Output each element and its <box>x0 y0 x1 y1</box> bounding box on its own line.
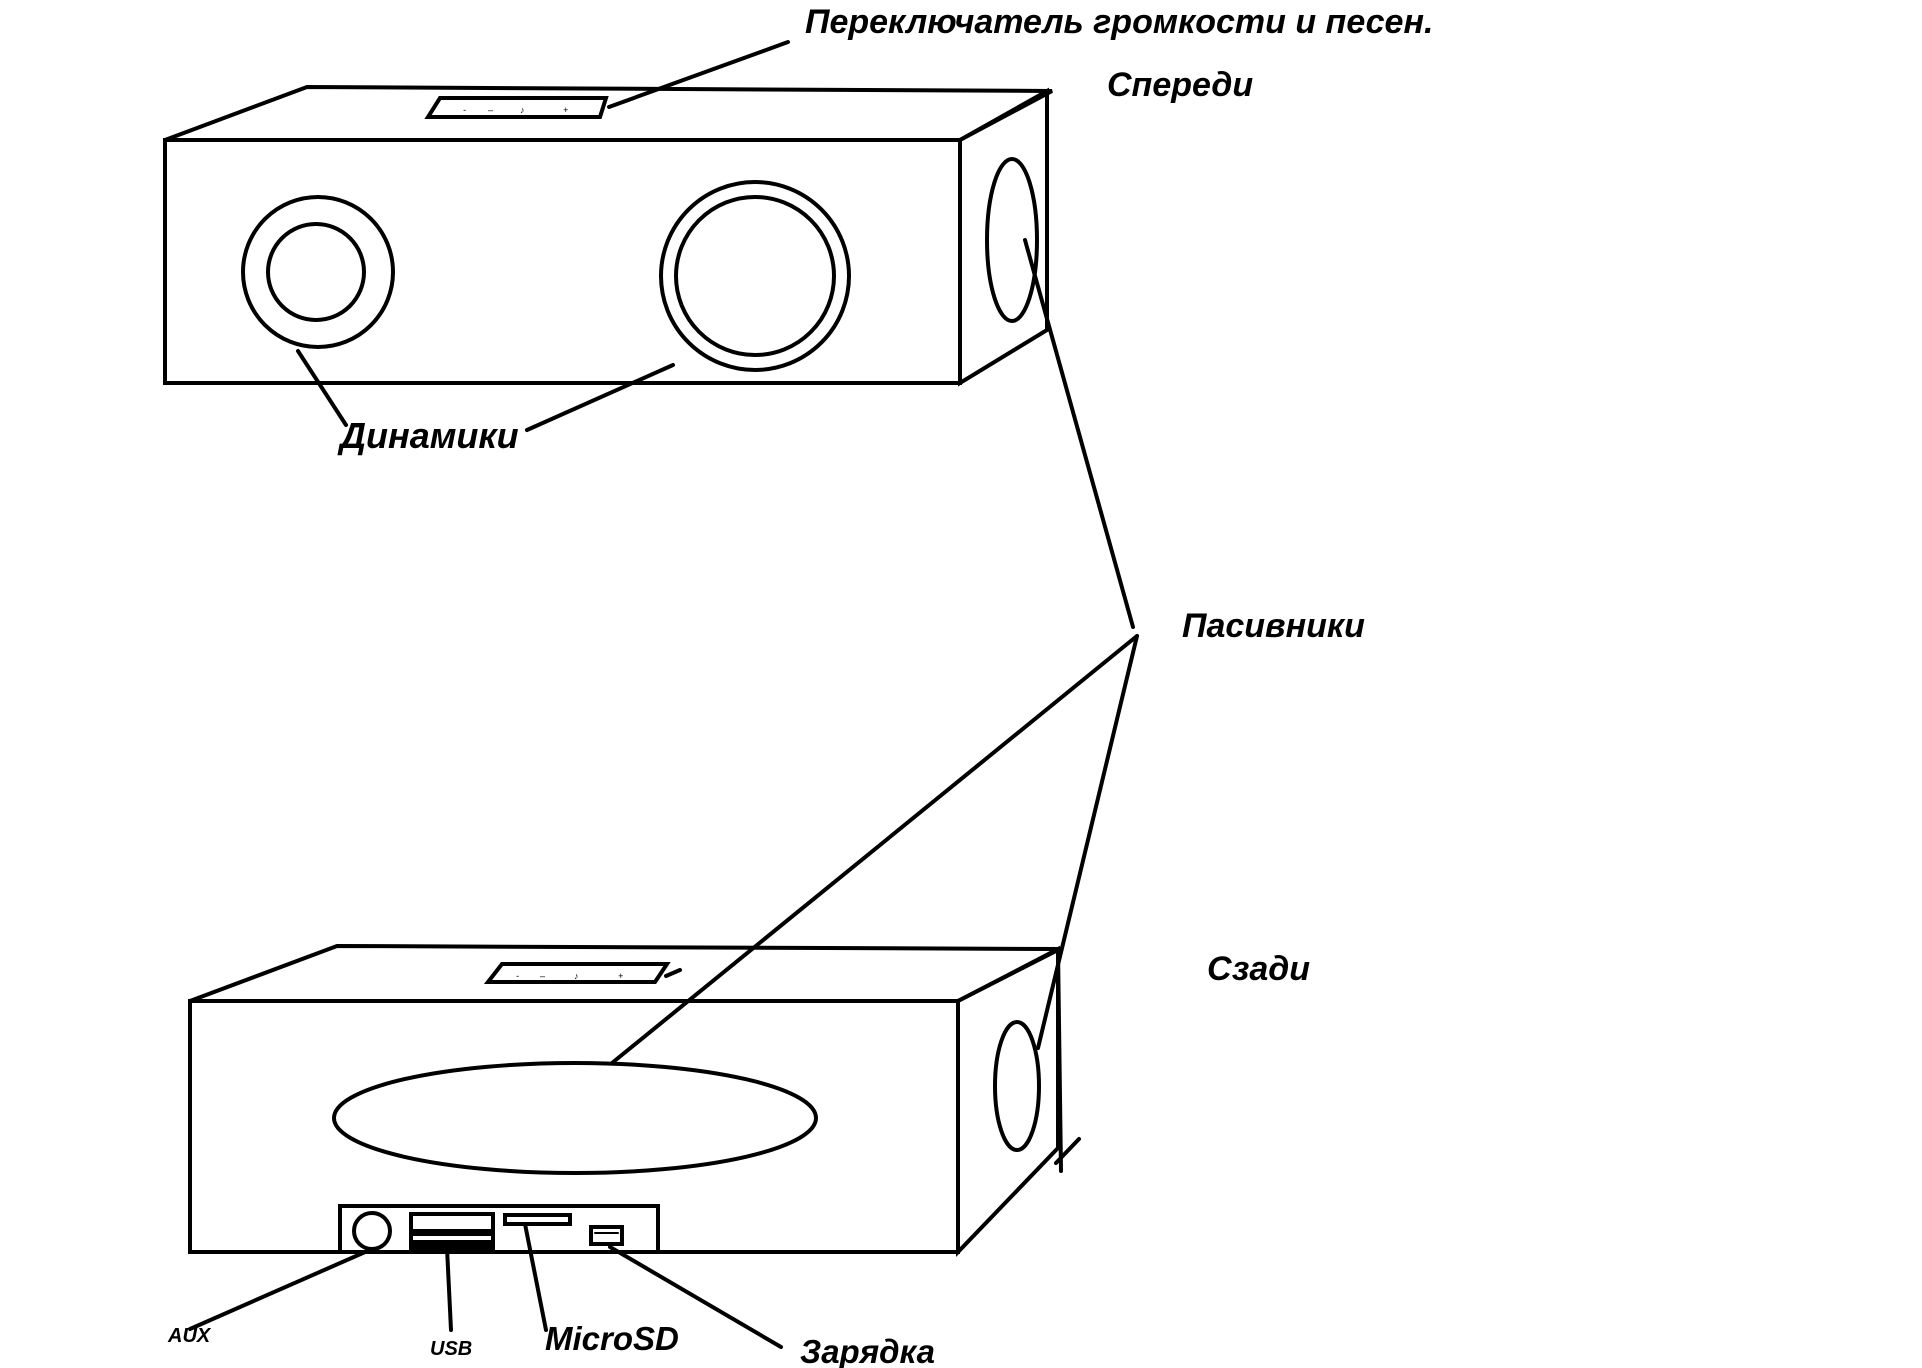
small-speaker-inner-ring <box>266 222 366 322</box>
switch-symbol-prev: – <box>487 105 494 115</box>
back-control-panel: - – ♪ + <box>483 962 682 984</box>
charging-port <box>589 1225 624 1246</box>
switch-symbol-minus: - <box>463 105 466 115</box>
switch-callout-line <box>607 40 790 109</box>
front-control-panel: - – ♪ + <box>424 96 609 119</box>
label-back: Сзади <box>1207 950 1310 988</box>
switch-symbol-play: ♪ <box>520 105 525 115</box>
label-speakers: Динамики <box>337 415 519 456</box>
back-side-edge-extension <box>1056 947 1063 1173</box>
aux-callout-line <box>188 1247 374 1331</box>
aux-port <box>352 1211 392 1251</box>
small-speaker <box>241 195 395 349</box>
front-main-face <box>163 138 962 385</box>
front-side-passive <box>985 157 1039 323</box>
back-top-face <box>189 943 1061 1003</box>
back-switch-symbol-play: ♪ <box>574 971 579 981</box>
labels: Переключатель громкости и песен. Спереди… <box>167 3 1433 1368</box>
usb-callout-line <box>445 1246 453 1332</box>
front-top-face <box>164 84 1053 142</box>
label-usb: USB <box>430 1338 472 1360</box>
switch-symbol-plus: + <box>563 105 568 115</box>
speakers-callout-line-right <box>525 363 675 432</box>
label-front: Спереди <box>1107 66 1253 104</box>
back-main-face <box>188 999 960 1254</box>
back-side-passive <box>993 1020 1041 1152</box>
rear-passive-radiator <box>332 1061 818 1175</box>
label-switch: Переключатель громкости и песен. <box>805 3 1433 41</box>
back-side-edge-tick <box>1054 1137 1081 1165</box>
label-charging: Зарядка <box>800 1333 935 1368</box>
usb-port-contacts-top <box>412 1229 492 1236</box>
label-passives: Пасивники <box>1182 607 1365 645</box>
passives-callout-line-rear <box>610 634 1139 1065</box>
charging-callout-line <box>608 1245 783 1349</box>
front-side-face <box>958 87 1049 387</box>
front-view: - – ♪ + <box>163 84 1053 387</box>
usb-port-contacts-bottom <box>412 1240 492 1247</box>
port-panel <box>338 1204 660 1254</box>
small-speaker-outer-ring <box>241 195 395 349</box>
passives-callout-line-front <box>1023 238 1135 629</box>
large-speaker-outer-ring <box>659 180 851 372</box>
back-view: - – ♪ + <box>188 943 1061 1257</box>
passives-callout-line-side <box>1036 634 1139 1050</box>
back-control-strip <box>483 962 671 984</box>
label-microsd: MicroSD <box>545 1320 679 1357</box>
large-speaker <box>659 180 851 372</box>
back-switch-symbol-minus: - <box>516 971 519 981</box>
microsd-callout-line <box>523 1222 548 1332</box>
callout-lines <box>188 40 1139 1349</box>
back-switch-symbol-plus: + <box>618 971 623 981</box>
microsd-slot <box>503 1213 572 1226</box>
usb-port <box>409 1212 495 1250</box>
back-control-tick <box>664 968 682 978</box>
large-speaker-inner-ring <box>674 195 836 357</box>
front-control-strip <box>424 96 609 119</box>
label-aux: AUX <box>167 1325 212 1347</box>
back-switch-symbol-prev: – <box>539 971 546 981</box>
port-panel-frame <box>338 1204 660 1254</box>
speakers-callout-line-left <box>296 349 348 427</box>
back-side-face <box>956 945 1060 1257</box>
